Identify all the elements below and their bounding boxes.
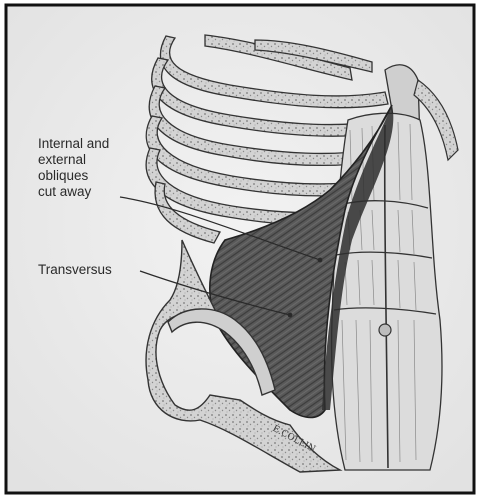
label-obliques: Internal and external obliques cut away <box>38 136 158 200</box>
umbilicus <box>379 324 391 336</box>
label-transversus: Transversus <box>38 262 112 278</box>
rectus-abdominis <box>332 113 442 470</box>
